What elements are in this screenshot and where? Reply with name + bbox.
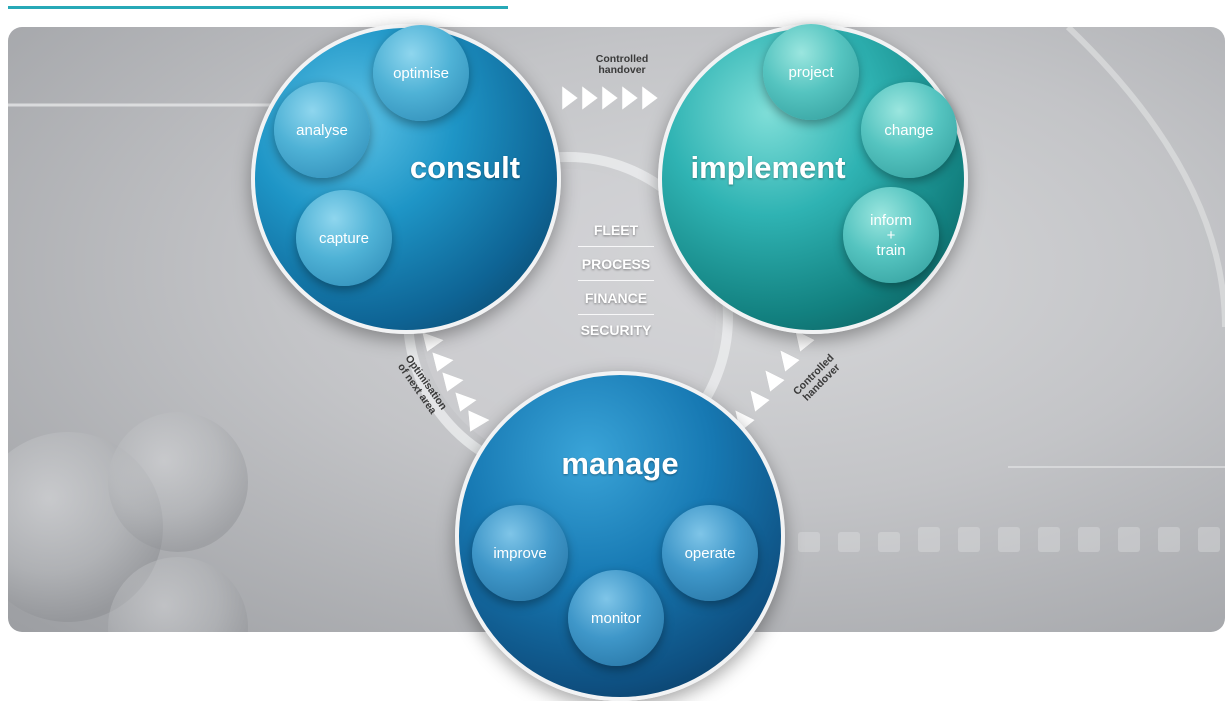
chevron-right-2 xyxy=(779,349,801,373)
bubble-project: project xyxy=(763,24,859,120)
chevron-right-3 xyxy=(764,369,786,393)
chevron-left-5 xyxy=(421,331,445,353)
bubble-inform-train: inform + train xyxy=(843,187,939,283)
bubble-change: change xyxy=(861,82,957,178)
center-divider xyxy=(578,314,654,315)
diagram-canvas: FLEET PROCESS FINANCE SECURITY consult i… xyxy=(8,6,1225,701)
chevron-top-1 xyxy=(561,85,579,111)
arrow-chevrons xyxy=(421,85,816,433)
chevron-right-1 xyxy=(794,329,816,353)
accent-line xyxy=(8,6,508,9)
chevron-left-4 xyxy=(431,351,455,373)
center-divider xyxy=(578,246,654,247)
bubble-capture: capture xyxy=(296,190,392,286)
center-item-finance: FINANCE xyxy=(584,290,648,306)
bubble-analyse: analyse xyxy=(274,82,370,178)
center-item-security: SECURITY xyxy=(580,322,652,338)
center-item-fleet: FLEET xyxy=(593,222,639,238)
bubble-monitor: monitor xyxy=(568,570,664,666)
chevron-top-2 xyxy=(581,85,599,111)
center-divider xyxy=(578,280,654,281)
bubble-optimise: optimise xyxy=(373,25,469,121)
chevron-left-3 xyxy=(441,371,465,393)
chevron-left-2 xyxy=(454,391,478,413)
implement-label: implement xyxy=(690,150,846,185)
manage-label: manage xyxy=(561,446,679,481)
bubble-operate: operate xyxy=(662,505,758,601)
bubble-improve: improve xyxy=(472,505,568,601)
chevron-top-3 xyxy=(601,85,619,111)
center-item-process: PROCESS xyxy=(581,256,651,272)
chevron-right-4 xyxy=(749,389,771,413)
handover-label-top: Controlled handover xyxy=(595,53,649,76)
chevron-left-1 xyxy=(467,409,491,433)
consult-label: consult xyxy=(409,150,521,185)
chevron-top-5 xyxy=(641,85,659,111)
chevron-top-4 xyxy=(621,85,639,111)
